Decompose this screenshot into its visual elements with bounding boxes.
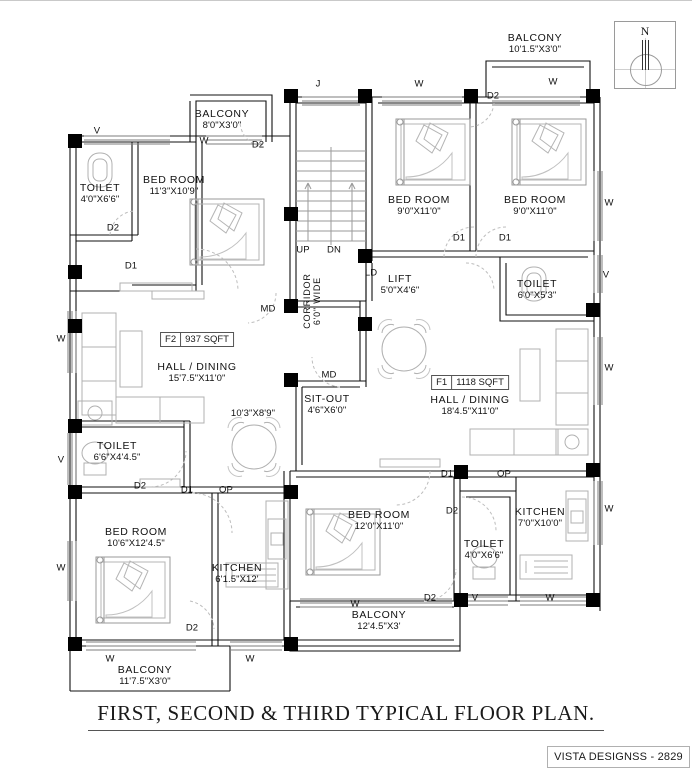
door-tag-ld: LD: [364, 267, 378, 279]
window-mark-j: J: [315, 78, 321, 90]
stair-up-label: UP: [296, 244, 310, 256]
compass-needle: [642, 40, 643, 70]
door-tag-d2: D2: [133, 480, 147, 492]
door-tag-d1: D1: [498, 232, 512, 244]
page-title: FIRST, SECOND & THIRD TYPICAL FLOOR PLAN…: [97, 701, 595, 725]
door-swings: [109, 102, 507, 630]
window-mark-v: V: [602, 269, 610, 281]
unit-code: F2: [161, 333, 182, 346]
door-tag-md: MD: [321, 369, 337, 381]
door-tag-op: OP: [219, 484, 233, 496]
door-tag-d2: D2: [445, 505, 459, 517]
compass-needle: [645, 40, 646, 70]
staircase: [296, 147, 366, 245]
furniture: [77, 118, 589, 624]
door-tag-d2: D2: [185, 622, 199, 634]
unit-area: 1118 SQFT: [456, 377, 504, 388]
window-mark-v: V: [57, 454, 65, 466]
window-symbols: [67, 96, 603, 651]
window-mark-w: W: [350, 598, 360, 610]
window-mark-w: W: [548, 76, 558, 88]
compass-circle: [630, 54, 662, 86]
window-mark-w: W: [414, 78, 424, 90]
window-mark-w: W: [604, 197, 614, 209]
window-mark-w: W: [604, 362, 614, 374]
lift-shaft: [365, 263, 373, 301]
window-mark-w: W: [56, 333, 66, 345]
door-tag-d1: D1: [440, 468, 454, 480]
door-tag-op: OP: [497, 468, 511, 480]
title-underline: [88, 730, 604, 731]
window-mark-w: W: [56, 562, 66, 574]
door-tag-d1: D1: [124, 260, 138, 272]
north-label: N: [640, 24, 650, 38]
door-tag-d2: D2: [106, 222, 120, 234]
door-tag-d2: D2: [486, 90, 500, 102]
window-mark-w: W: [245, 653, 255, 665]
structural-columns: [68, 89, 600, 651]
unit-code: F1: [432, 376, 453, 389]
compass-needle: [648, 40, 649, 70]
window-mark-w: W: [604, 503, 614, 515]
window-mark-w: W: [105, 653, 115, 665]
dimension-label: 10'3"X8'9": [230, 408, 276, 419]
window-mark-w: W: [199, 135, 209, 147]
door-tag-md: MD: [260, 303, 276, 315]
door-tag-d1: D1: [452, 232, 466, 244]
designer-credit: VISTA DESIGNSS - 2829: [547, 746, 690, 768]
door-tag-d1: D1: [180, 484, 194, 496]
door-tag-d2: D2: [251, 139, 265, 151]
window-mark-v: V: [93, 125, 101, 137]
stair-dn-label: DN: [327, 244, 341, 256]
window-mark-v: V: [471, 592, 479, 604]
window-mark-w: W: [545, 592, 555, 604]
door-tag-d2: D2: [423, 592, 437, 604]
unit-area: 937 SQFT: [185, 334, 229, 345]
north-compass: N: [614, 21, 676, 89]
